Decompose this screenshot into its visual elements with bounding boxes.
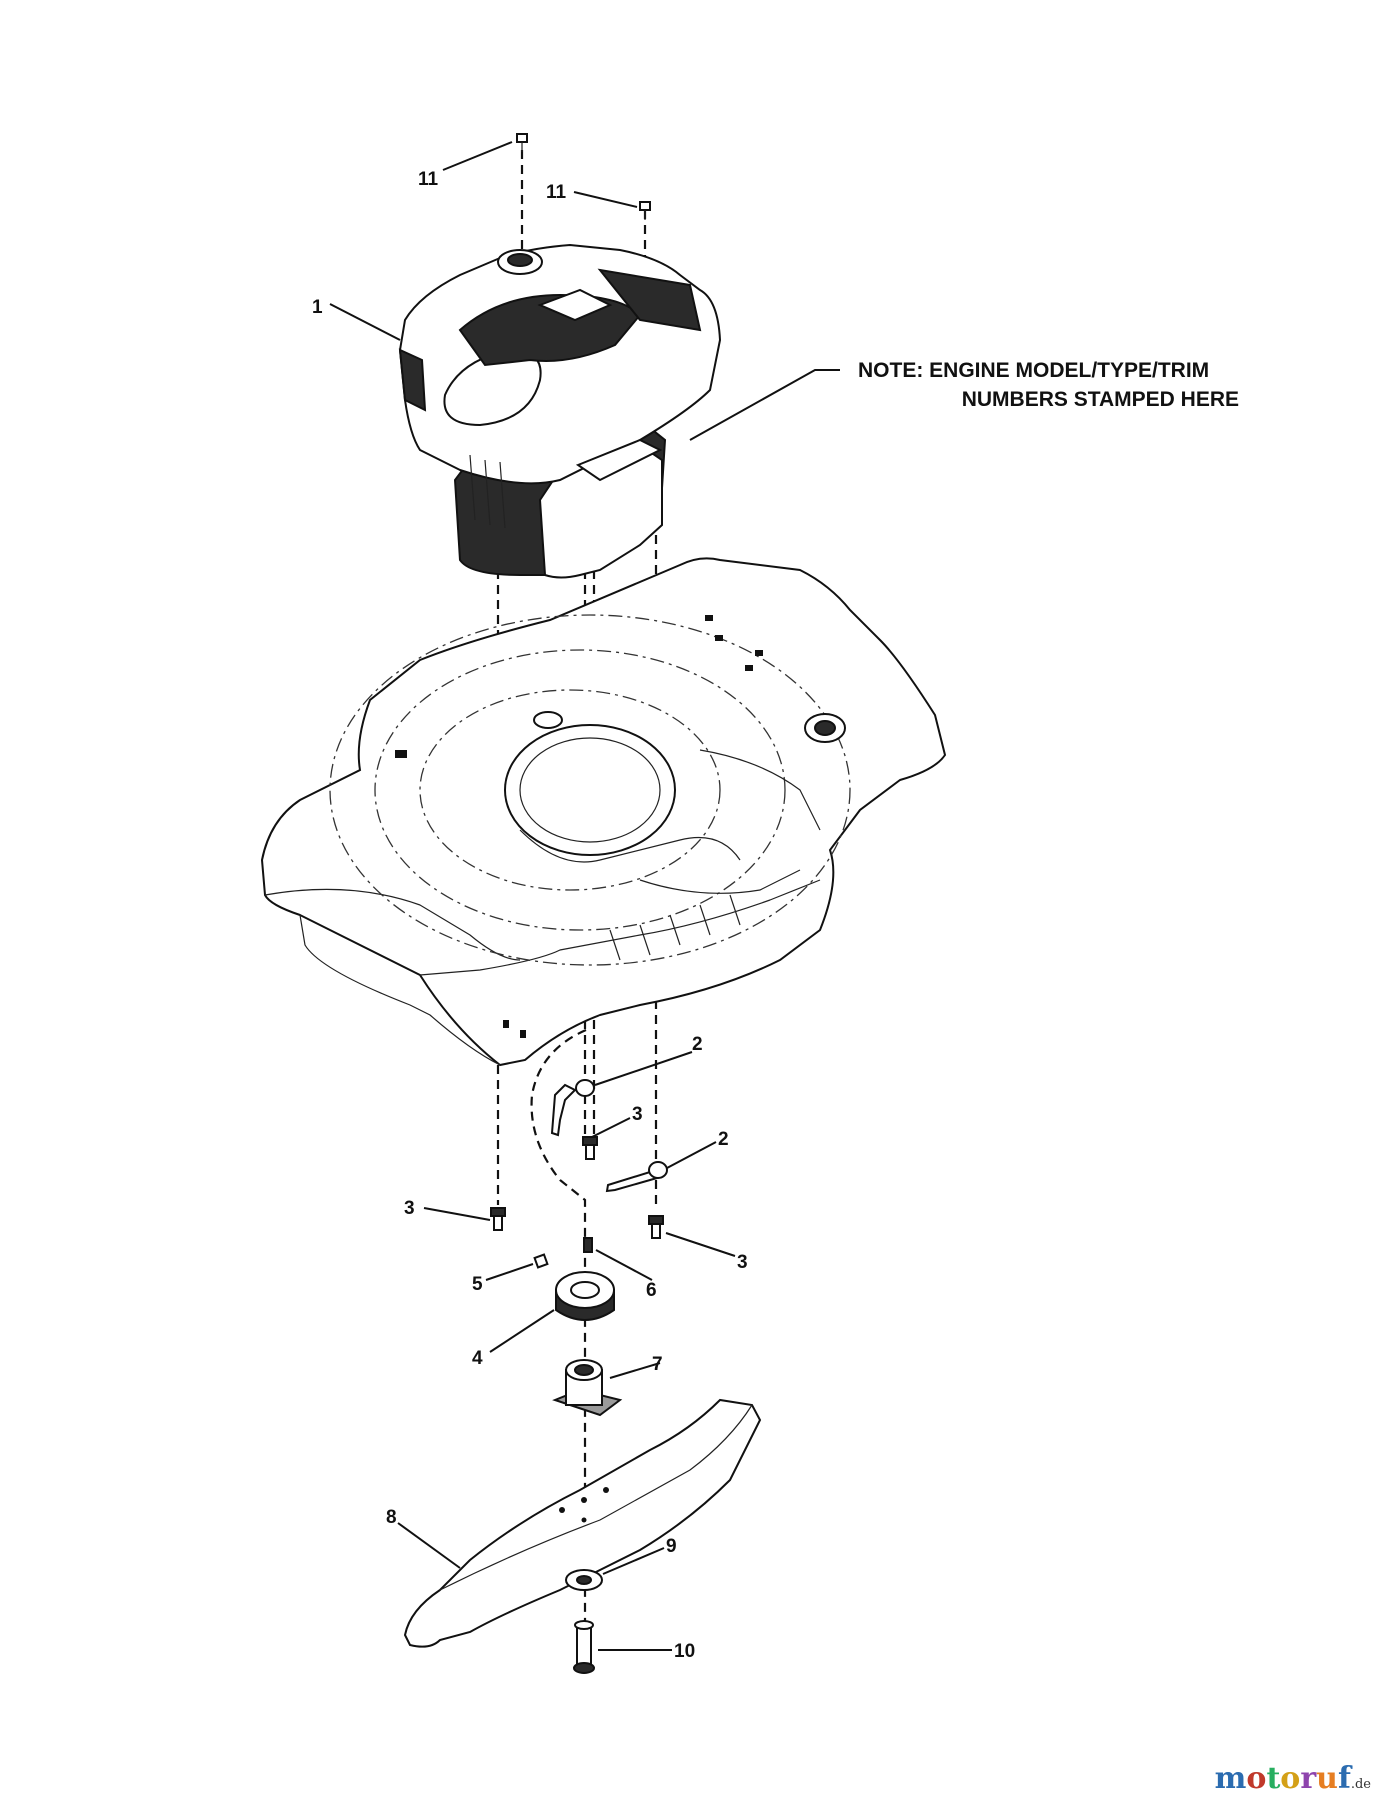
callout-2-upper: 2 <box>692 1034 703 1055</box>
callout-3-left: 3 <box>404 1198 415 1219</box>
watermark-letter: m <box>1214 1761 1247 1796</box>
blade-adapter-4 <box>555 1271 615 1321</box>
watermark-letter: u <box>1316 1761 1338 1796</box>
note-line-2: NUMBERS STAMPED HERE <box>962 388 1239 411</box>
callout-labels: 11 11 1 2 3 2 3 3 5 6 4 7 8 9 10 <box>312 169 748 1662</box>
watermark-letter: f <box>1337 1761 1351 1796</box>
watermark-letter: r <box>1300 1761 1317 1796</box>
callout-8: 8 <box>386 1507 397 1528</box>
washer-9 <box>565 1569 603 1591</box>
watermark-tld: .de <box>1350 1777 1371 1792</box>
engine-assembly <box>398 243 722 579</box>
callout-3-center: 3 <box>632 1104 643 1125</box>
callout-1: 1 <box>312 297 323 318</box>
bolt-3-left <box>490 1207 506 1231</box>
callout-7: 7 <box>652 1354 663 1375</box>
callout-11-right: 11 <box>546 182 567 203</box>
hub-7 <box>552 1359 623 1417</box>
callout-9: 9 <box>666 1536 677 1557</box>
bolt-11-top <box>516 133 528 152</box>
callout-11-top: 11 <box>418 169 439 190</box>
bracket-2-lower <box>605 1170 660 1193</box>
bolt-3-center <box>582 1136 598 1160</box>
mower-deck <box>260 557 947 1067</box>
watermark-letter: o <box>1246 1761 1267 1796</box>
callout-3-right: 3 <box>737 1252 748 1273</box>
watermark-letter: o <box>1280 1761 1301 1796</box>
bolt-11-right <box>639 201 651 220</box>
callout-10: 10 <box>674 1641 695 1662</box>
key-6 <box>583 1237 593 1253</box>
blade-8 <box>403 1398 762 1648</box>
callout-6: 6 <box>646 1280 657 1301</box>
key-5 <box>533 1253 549 1269</box>
fasteners-and-parts <box>403 133 762 1674</box>
bracket-2-upper <box>550 1083 577 1137</box>
leader-lines <box>329 141 840 1651</box>
note-line-1: NOTE: ENGINE MODEL/TYPE/TRIM <box>858 359 1209 382</box>
motoruf-watermark: motoruf.de <box>1215 1761 1371 1796</box>
callout-2-lower: 2 <box>718 1129 729 1150</box>
bolt-3-right <box>648 1215 664 1239</box>
blade-bolt-10 <box>573 1620 595 1674</box>
callout-4: 4 <box>472 1348 483 1369</box>
watermark-letter: t <box>1266 1761 1281 1796</box>
engine-note: NOTE: ENGINE MODEL/TYPE/TRIM NUMBERS STA… <box>858 359 1239 411</box>
callout-5: 5 <box>472 1274 483 1295</box>
